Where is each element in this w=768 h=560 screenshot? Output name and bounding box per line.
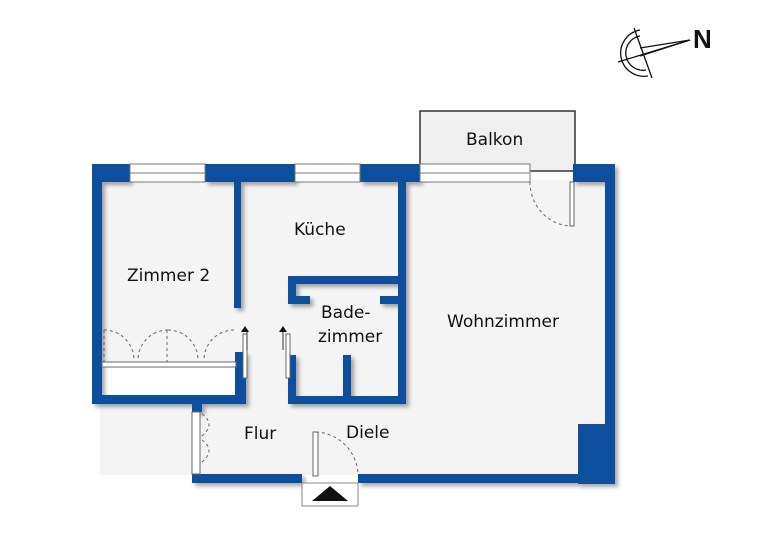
flur-wardrobe — [191, 411, 210, 475]
wardrobe — [101, 329, 237, 368]
room-label-flur: Flur — [244, 424, 276, 444]
balcony — [419, 110, 576, 172]
room-label-diele: Diele — [346, 423, 389, 443]
balcony-door — [529, 181, 575, 227]
room-label-wohnzimmer: Wohnzimmer — [447, 312, 559, 332]
north-arrow-icon — [617, 27, 691, 79]
entrance-triangle-icon — [312, 486, 348, 501]
sliding-doors — [241, 326, 291, 379]
room-label-zimmer2: Zimmer 2 — [127, 266, 210, 286]
room-label-bad-line1: Bade- — [321, 303, 370, 323]
room-label-balkon: Balkon — [466, 130, 523, 150]
room-label-kueche: Küche — [294, 220, 346, 240]
walls — [92, 164, 615, 484]
windows — [129, 163, 531, 183]
compass-north-label: N — [693, 24, 712, 54]
room-label-bad-line2: zimmer — [318, 327, 382, 347]
floor-areas — [100, 180, 610, 475]
